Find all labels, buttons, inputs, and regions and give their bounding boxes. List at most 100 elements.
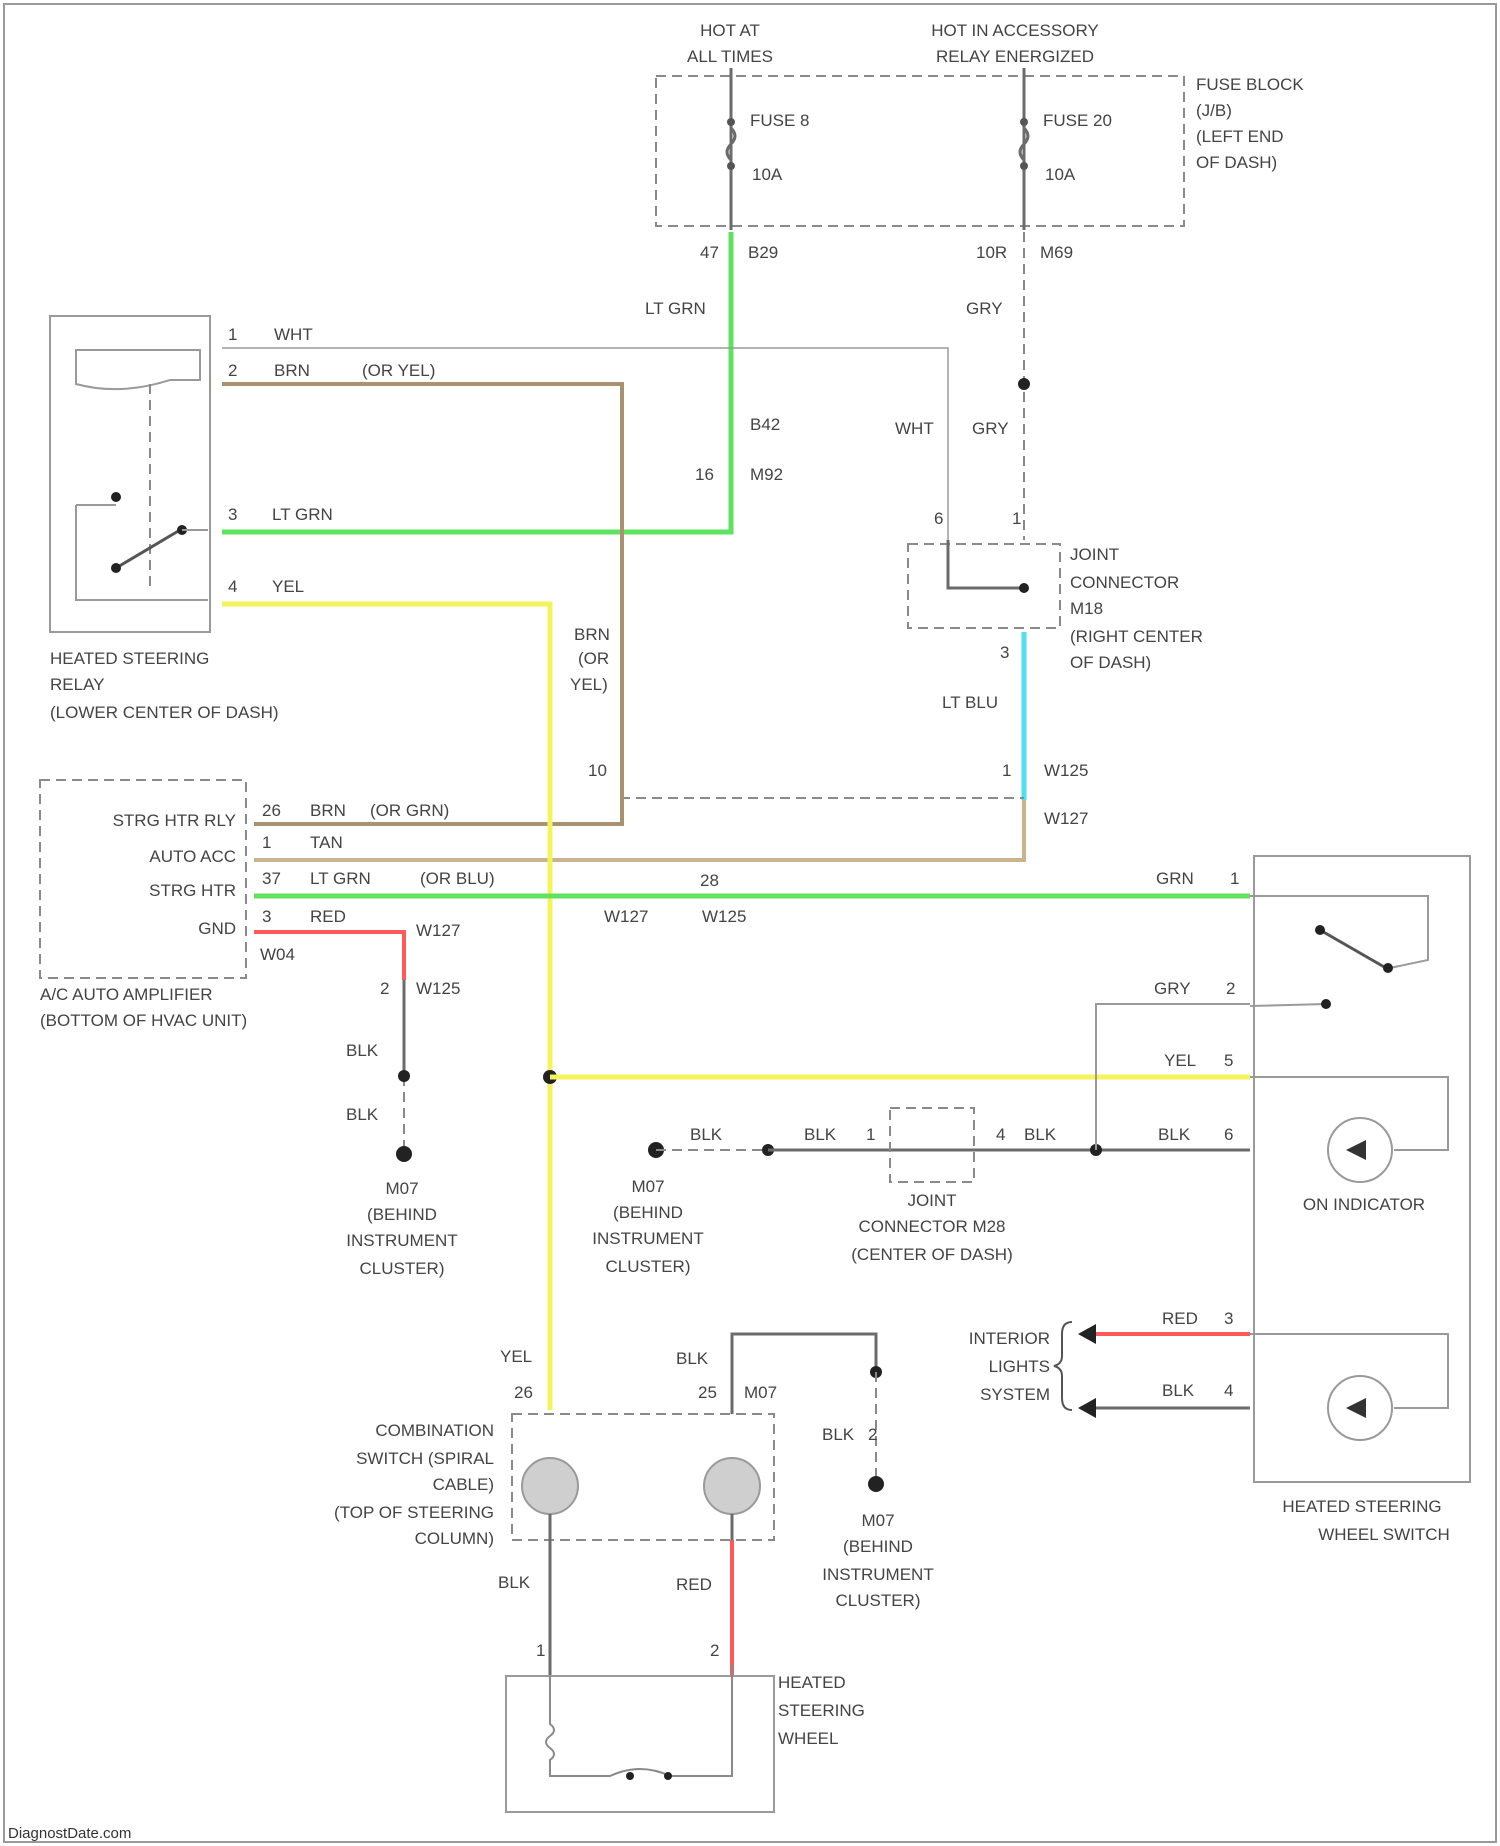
ground-right-label: M07 (BEHIND INSTRUMENT CLUSTER)	[822, 1511, 933, 1610]
joint-connector-m18-label: JOINT CONNECTOR M18 (RIGHT CENTER OF DAS…	[1070, 545, 1203, 672]
label-line: (LOWER CENTER OF DASH)	[50, 703, 279, 722]
fuse-block-label: FUSE BLOCK (J/B) (LEFT END OF DASH)	[1196, 75, 1304, 172]
amplifier-outline	[40, 780, 246, 978]
yel-wire	[222, 604, 550, 1410]
switch-internal	[1250, 1004, 1326, 1006]
relay-pin-3: 3	[228, 505, 237, 524]
ground-left-icon	[396, 1146, 412, 1162]
wheel-pin: 1	[536, 1641, 545, 1660]
comb-pin-2: 2	[868, 1425, 877, 1444]
label-line: M07	[385, 1179, 418, 1198]
m28-wire: BLK	[1024, 1125, 1057, 1144]
relay-contact	[111, 492, 121, 502]
label-line: CABLE)	[433, 1475, 494, 1494]
relay-pin-2-alt: (OR YEL)	[362, 361, 435, 380]
label-line: (LEFT END	[1196, 127, 1284, 146]
relay-pin-2: 2	[228, 361, 237, 380]
m18-pin: 3	[1000, 643, 1009, 662]
fuse-b-conn: M69	[1040, 243, 1073, 262]
label-line: LIGHTS	[989, 1357, 1050, 1376]
label-line: M07	[861, 1511, 894, 1530]
label-line: FUSE BLOCK	[1196, 75, 1304, 94]
amp-row-name: STRG HTR	[149, 881, 236, 900]
fuse-b-pin: 10R	[976, 243, 1007, 262]
switch-row-pin: 1	[1230, 869, 1239, 888]
relay-pin-2-wire: BRN	[274, 361, 310, 380]
ground-left-label: M07 (BEHIND INSTRUMENT CLUSTER)	[346, 1179, 457, 1278]
fuse-a-rating: 10A	[752, 165, 783, 184]
ground-left-wire2: BLK	[346, 1105, 379, 1124]
comb-yel: YEL	[500, 1347, 532, 1366]
amp-row-pin: 37	[262, 869, 281, 888]
label-line: CLUSTER)	[359, 1259, 444, 1278]
conn-b42: B42	[750, 415, 780, 434]
label-line: WHEEL SWITCH	[1318, 1525, 1450, 1544]
comb-blk: BLK	[676, 1349, 709, 1368]
pin-1-w125: 1	[1002, 761, 1011, 780]
fuse-b-dot	[1020, 162, 1028, 170]
switch-row-wire: GRN	[1156, 869, 1194, 888]
joint-connector-m28-label: JOINT CONNECTOR M28 (CENTER OF DASH)	[851, 1191, 1013, 1264]
switch-row-pin: 6	[1224, 1125, 1233, 1144]
label-line: SYSTEM	[980, 1385, 1050, 1404]
joint-connector-m18-outline	[908, 544, 1060, 628]
switch-contact	[1315, 925, 1325, 935]
amplifier-label: A/C AUTO AMPLIFIER (BOTTOM OF HVAC UNIT)	[40, 985, 247, 1030]
fuse-a-dot	[727, 162, 735, 170]
label-line: M18	[1070, 599, 1103, 618]
label-line: HEATED	[778, 1673, 846, 1692]
label-line: JOINT	[1070, 545, 1119, 564]
label-line: JOINT	[907, 1191, 956, 1210]
wheel-red-label: RED	[676, 1575, 712, 1594]
fuse-a-pin: 47	[700, 243, 719, 262]
label-line: M07	[631, 1177, 664, 1196]
watermark: DiagnostDate.com	[8, 1825, 131, 1842]
switch-internal	[1250, 1334, 1448, 1408]
wire-label-wht: WHT	[895, 419, 934, 438]
illumination-led	[1346, 1398, 1366, 1418]
m18-splice	[1019, 583, 1029, 593]
switch-internal	[1250, 896, 1428, 968]
m28-wire: BLK	[690, 1125, 723, 1144]
switch-row-wire: RED	[1162, 1309, 1198, 1328]
switch-row-wire: BLK	[1162, 1381, 1195, 1400]
relay-coil	[76, 350, 200, 389]
conn-w127-red: W127	[416, 921, 460, 940]
heated-steering-relay-box	[50, 316, 210, 632]
label-line: (BEHIND	[843, 1537, 913, 1556]
comb-blk-wire	[732, 1334, 876, 1414]
switch-row-pin: 3	[1224, 1309, 1233, 1328]
ground-right-icon	[868, 1476, 884, 1492]
label-line: CLUSTER)	[835, 1591, 920, 1610]
heated-wheel-label: HEATED STEERING WHEEL	[778, 1673, 865, 1748]
label-line: HEATED STEERING	[50, 649, 209, 668]
ground-middle-label: M07 (BEHIND INSTRUMENT CLUSTER)	[592, 1177, 703, 1276]
wire-label-lt-blu: LT BLU	[942, 693, 998, 712]
amp-row-name: STRG HTR RLY	[113, 811, 236, 830]
amp-row-name: GND	[198, 919, 236, 938]
label-line: WHEEL	[778, 1729, 838, 1748]
amp-row-alt: (OR GRN)	[370, 801, 449, 820]
heater-dot	[626, 1772, 634, 1780]
top-label-hot-at-all-times: HOT AT ALL TIMES	[687, 21, 773, 66]
amp-row-name: AUTO ACC	[149, 847, 236, 866]
relay-pin-1-wire: WHT	[274, 325, 313, 344]
conn-w127: W127	[1044, 809, 1088, 828]
label-line: (BEHIND	[367, 1205, 437, 1224]
label-line: COMBINATION	[375, 1421, 494, 1440]
relay-pin-3-wire: LT GRN	[272, 505, 333, 524]
wheel-pin: 2	[710, 1641, 719, 1660]
wire-label-gry2: GRY	[972, 419, 1009, 438]
relay-switch-arm	[116, 530, 180, 568]
switch-box	[1254, 856, 1470, 1482]
label-line: RELAY	[50, 675, 105, 694]
amp-row-pin: 3	[262, 907, 271, 926]
conn-m92: M92	[750, 465, 783, 484]
relay-pin-4: 4	[228, 577, 237, 596]
pin-16: 16	[695, 465, 714, 484]
wire-label-brn: BRN	[574, 625, 610, 644]
label-line: (RIGHT CENTER	[1070, 627, 1203, 646]
heated-steering-relay-label: HEATED STEERING RELAY (LOWER CENTER OF D…	[50, 649, 279, 722]
relay-pin-1: 1	[228, 325, 237, 344]
